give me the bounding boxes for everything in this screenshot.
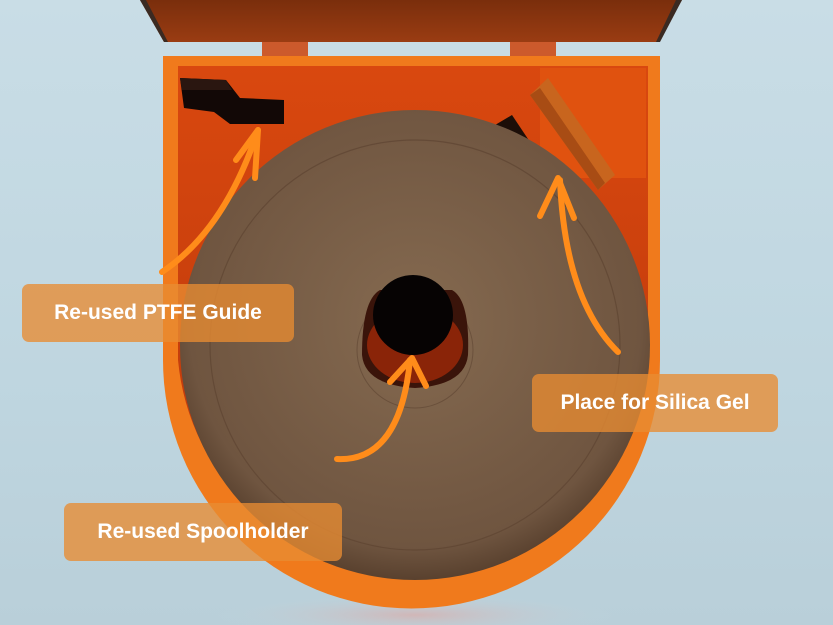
label-spoolholder: Re-used Spoolholder [64,503,342,561]
arrow-ptfe [159,127,261,275]
spoolholder-hub [362,275,469,388]
label-silica-gel: Place for Silica Gel [532,374,778,432]
floor-reflection [215,593,615,625]
label-ptfe-guide: Re-used PTFE Guide [22,284,294,342]
arrow-silica [557,177,621,355]
arrow-spool [334,357,413,463]
lid [140,0,682,56]
arrows [159,127,621,463]
ptfe-guide [180,78,284,124]
